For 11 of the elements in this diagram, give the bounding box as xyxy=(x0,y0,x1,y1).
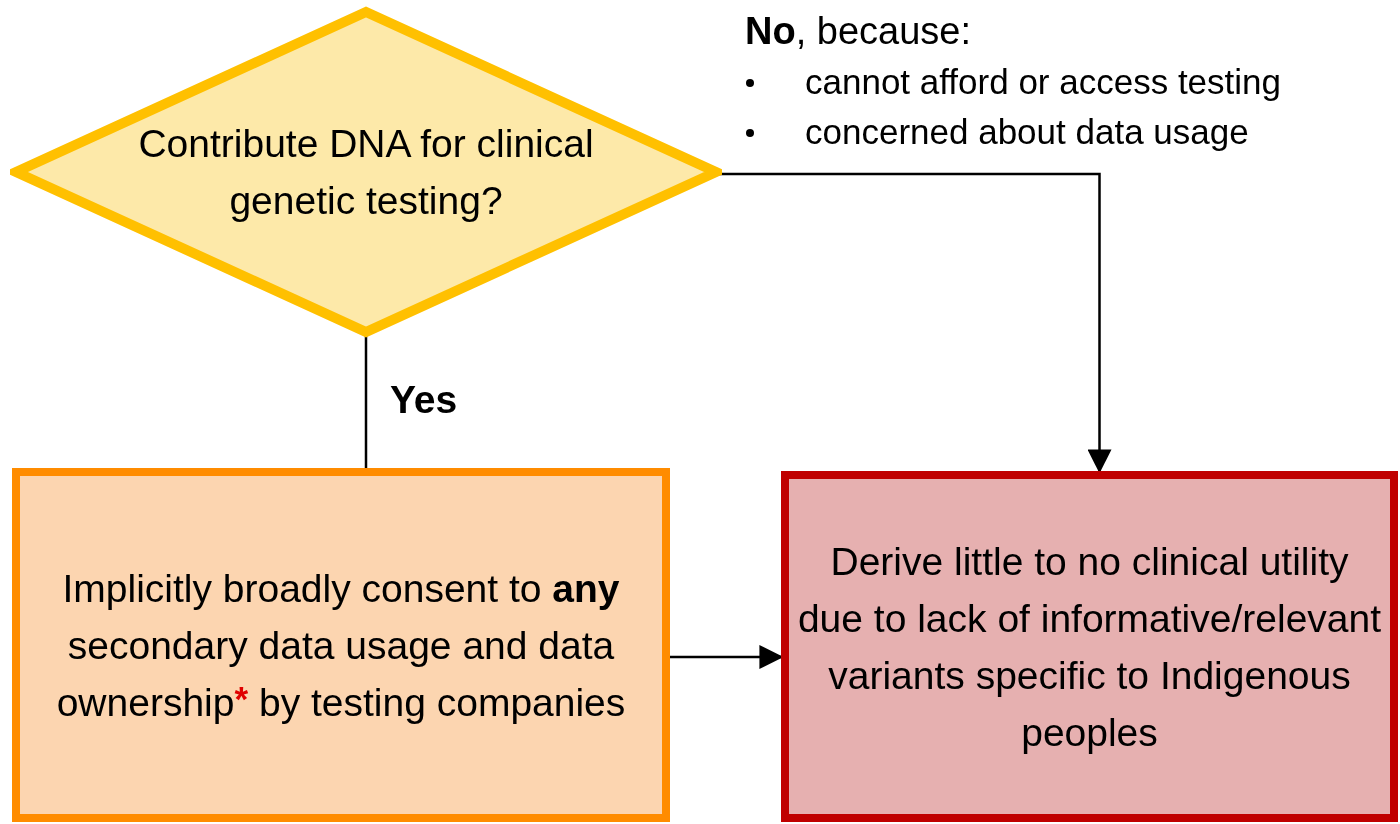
bullet-text: cannot afford or access testing xyxy=(805,62,1282,102)
bullet-text: concerned about data usage xyxy=(805,112,1249,152)
decision-diamond xyxy=(10,6,722,338)
edge-label: No, because: xyxy=(745,10,971,53)
node-text: Implicitly broadly consent to any secondary data usage and data ownership$^{*}$ by testing companies xyxy=(55,565,627,726)
connector-line xyxy=(364,334,368,468)
process-box xyxy=(12,468,670,822)
edge-label: Yes xyxy=(390,378,458,422)
node-text: Derive little to no clinical utility due to lack of informative/relevant variants specific to Indigenous peoples xyxy=(796,538,1383,756)
node-text: Contribute DNA for clinical genetic testing? xyxy=(137,121,595,224)
process-box xyxy=(781,471,1398,822)
